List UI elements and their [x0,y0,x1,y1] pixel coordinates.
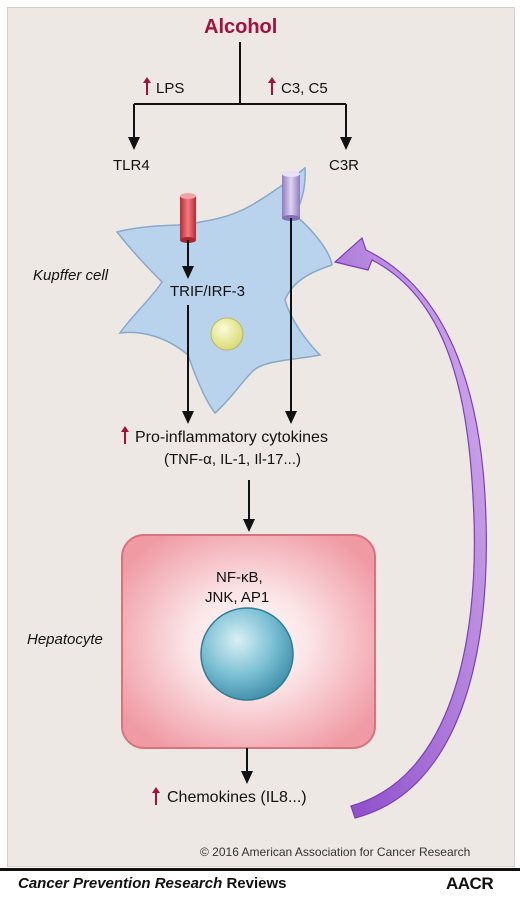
jnk-ap1-label: JNK, AP1 [205,589,270,606]
tlr4-to-trif-arrowhead [182,266,194,279]
cytokines-label: Pro-inflammatory cytokines [135,429,328,446]
increase-arrow-icon [152,787,160,805]
arrowhead-to-tlr4 [128,137,140,150]
aacr-logo: AACR [446,874,494,893]
copyright-notice: © 2016 American Association for Cancer R… [200,845,471,859]
c3-c5-label: C3, C5 [281,80,328,97]
increase-arrow-icon [143,77,151,95]
nfkb-label: NF-κB, [216,569,263,586]
journal-title: Cancer Prevention Research Reviews [18,876,286,891]
increase-arrow-icon [268,77,276,95]
arrowhead-to-c3r [340,137,352,150]
journal-section: Reviews [226,875,287,892]
chemokines-label: Chemokines (IL8...) [167,789,307,806]
kupffer-nucleus [210,317,244,351]
hepatocyte-label: Hepatocyte [27,631,103,648]
cytokines-examples-label: (TNF-α, IL-1, Il-17...) [164,451,302,468]
c3r-receptor [282,171,300,221]
c3r-to-cytokines-arrowhead [285,411,297,424]
trif-to-cytokines-arrowhead [182,411,194,424]
alcohol-branch-lines [133,42,347,138]
increase-arrow-icon [121,426,129,444]
kupffer-cell-shape [115,166,333,415]
hepatocyte-to-chemokines-arrowhead [241,771,253,784]
hepatocyte-nucleus [200,607,294,701]
journal-name: Cancer Prevention Research [18,875,223,892]
cytokines-to-hepatocyte-arrowhead [243,519,255,532]
c3r-label: C3R [329,157,360,174]
trif-irf3-label: TRIF/IRF-3 [170,283,245,300]
feedback-arrow-body [333,236,487,819]
alcohol-label: Alcohol [204,16,278,38]
tlr4-receptor [180,193,196,243]
lps-label: LPS [156,80,185,97]
footer-divider [0,868,520,871]
tlr4-label: TLR4 [113,157,150,174]
kupffer-cell-label: Kupffer cell [33,267,109,284]
